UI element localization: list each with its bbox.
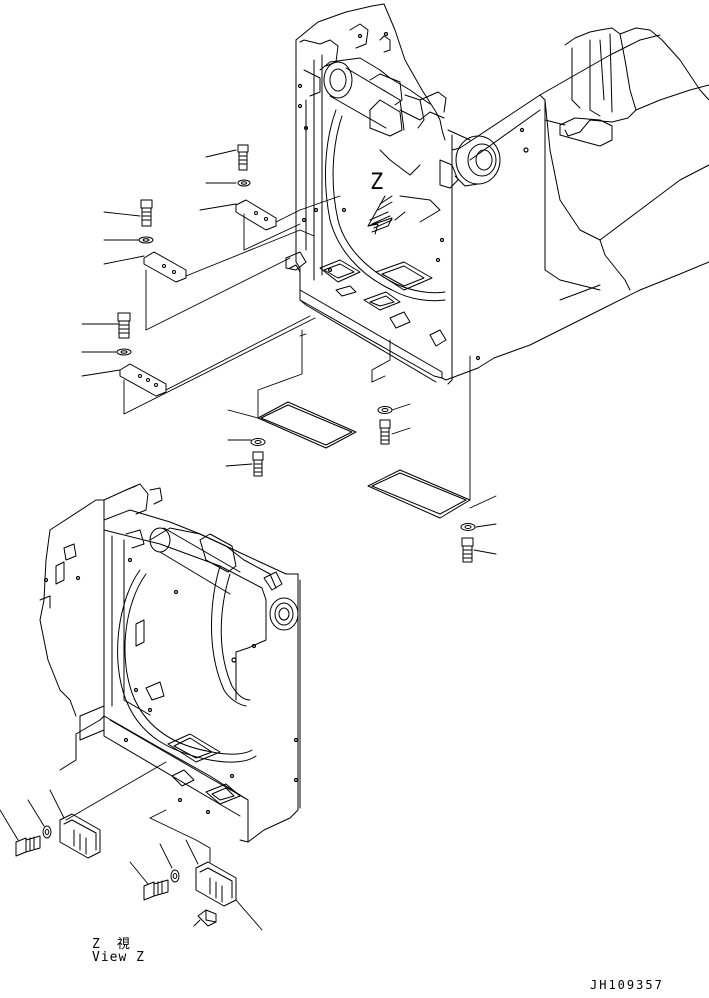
- main-frame-assembly: [286, 4, 709, 384]
- view-z-arrow: [368, 196, 392, 234]
- z-arrow-label: Z: [370, 170, 384, 195]
- view-z-label-en: View Z: [92, 950, 145, 965]
- lower-assembly-lines: [0, 762, 262, 930]
- drawing-id: JH109357: [590, 978, 664, 992]
- lower-fastener-parts: [16, 814, 236, 926]
- view-z-assembly: [40, 484, 300, 842]
- view-z-label-jp: Z 視: [92, 937, 132, 952]
- upper-assembly-lines: [82, 150, 496, 554]
- upper-fastener-parts: [117, 145, 475, 562]
